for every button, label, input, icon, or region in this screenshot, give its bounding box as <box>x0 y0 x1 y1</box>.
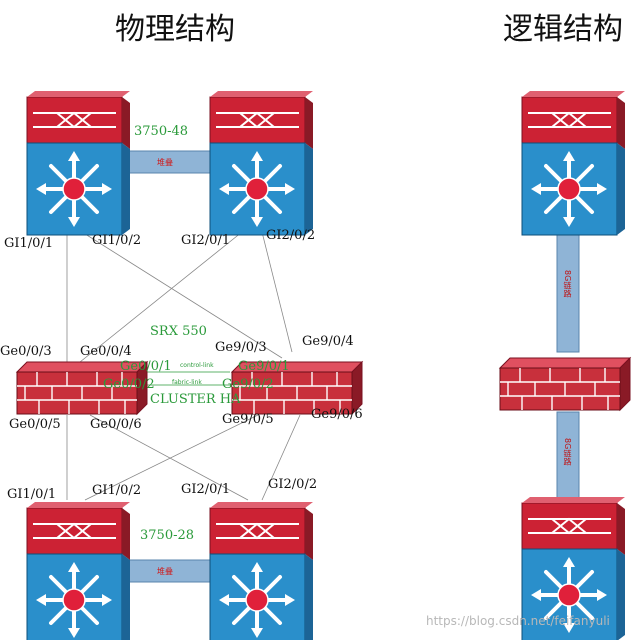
link-ge0-0-6-to-gi2-0-1 <box>89 414 249 501</box>
bottom-right-switch <box>208 500 315 640</box>
cabling <box>66 230 301 501</box>
fw-port-ge0-0-4: Ge0/0/4 <box>80 344 132 359</box>
watermark: https://blog.csdn.net/feifanyuli <box>426 614 610 628</box>
top-stack-label: 堆叠 <box>157 158 173 167</box>
bottom-switch-model: 3750-28 <box>140 528 195 543</box>
top-port-gi1-0-1: GI1/0/1 <box>4 236 54 251</box>
top-switch-model: 3750-48 <box>134 124 189 139</box>
fw-port-ge9-0-6: Ge9/0/6 <box>311 407 363 422</box>
top-left-switch <box>25 89 132 237</box>
fw-port-ge0-0-5: Ge0/0/5 <box>9 417 61 432</box>
fw-port-ge9-0-4: Ge9/0/4 <box>302 334 354 349</box>
bottom-port-gi2-0-2: GI2/0/2 <box>268 477 318 492</box>
control-right-port: Ge9/0/1 <box>238 359 290 374</box>
fw-port-ge9-0-5: Ge9/0/5 <box>222 412 274 427</box>
top-port-gi1-0-2: GI1/0/2 <box>92 233 142 248</box>
top-port-gi2-0-1: GI2/0/1 <box>181 233 231 248</box>
fw-port-ge0-0-6: Ge0/0/6 <box>90 417 142 432</box>
fabric-link-label: fabric-link <box>172 379 202 386</box>
logical-link-upper-label: 8G链路 <box>563 270 572 298</box>
logical-core-switch <box>520 89 627 237</box>
control-left-port: Ge0/0/1 <box>120 359 172 374</box>
link-ge9-0-5-to-gi1-0-2 <box>84 414 259 501</box>
fabric-right-port: Ge9/0/2 <box>222 377 274 392</box>
fw-port-ge9-0-3: Ge9/0/3 <box>215 340 267 355</box>
fabric-left-port: Ge0/0/2 <box>103 377 155 392</box>
bottom-left-switch <box>25 500 132 640</box>
firewall-model: SRX 550 <box>150 324 207 339</box>
bottom-port-gi1-0-2: GI1/0/2 <box>92 483 142 498</box>
link-gi1-0-2-to-ge9-0-3 <box>81 231 283 359</box>
logical-firewall <box>499 357 631 411</box>
bottom-stack-label: 堆叠 <box>157 567 173 576</box>
control-link-label: control-link <box>180 362 214 369</box>
cluster-ha-label: CLUSTER HA <box>150 392 241 407</box>
link-gi2-0-1-to-ge0-0-4 <box>79 231 243 363</box>
physical-title: 物理结构 <box>115 12 235 47</box>
logical-title: 逻辑结构 <box>503 12 623 47</box>
top-right-switch <box>208 89 315 237</box>
logical-link-lower-label: 8G链路 <box>563 438 572 466</box>
fw-port-ge0-0-3: Ge0/0/3 <box>0 344 52 359</box>
top-port-gi2-0-2: GI2/0/2 <box>266 228 316 243</box>
link-ge9-0-6-to-gi2-0-2 <box>261 414 301 501</box>
link-gi2-0-2-to-ge9-0-4 <box>261 231 293 353</box>
bottom-port-gi2-0-1: GI2/0/1 <box>181 482 231 497</box>
bottom-port-gi1-0-1: GI1/0/1 <box>7 487 57 502</box>
